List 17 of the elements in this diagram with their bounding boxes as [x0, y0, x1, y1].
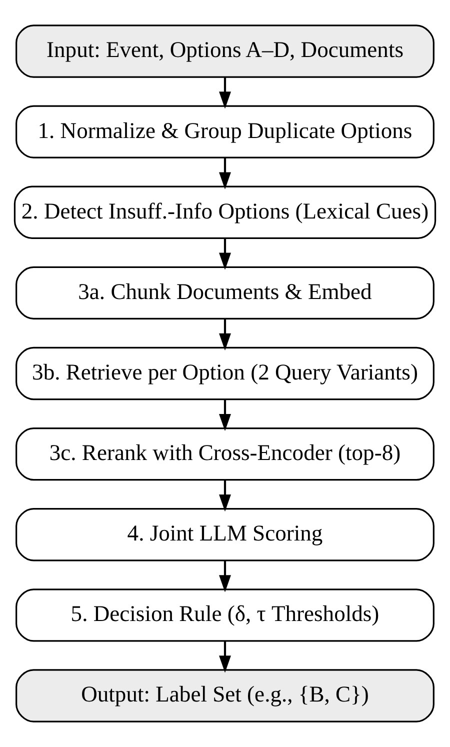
arrow	[219, 560, 231, 592]
node-box: 2. Detect Insuff.-Info Options (Lexical Cues)	[14, 186, 436, 239]
arrow	[219, 238, 231, 270]
node-box: 1. Normalize & Group Duplicate Options	[16, 105, 434, 158]
arrow	[219, 158, 231, 190]
arrow	[219, 319, 231, 350]
node-box: Output: Label Set (e.g., {B, C})	[16, 669, 434, 722]
node-box: 3b. Retrieve per Option (2 Query Variants)	[16, 346, 434, 400]
arrow	[219, 641, 231, 673]
node-box: 4. Joint LLM Scoring	[16, 508, 434, 562]
arrow	[219, 480, 231, 512]
node-box: Input: Event, Options A–D, Documents	[16, 24, 434, 78]
node-box: 3c. Rerank with Cross-Encoder (top-8)	[16, 427, 434, 481]
node-box: 5. Decision Rule (δ, τ Thresholds)	[16, 588, 434, 642]
node-box: 3a. Chunk Documents & Embed	[16, 266, 434, 320]
arrow	[219, 77, 231, 109]
arrow	[219, 400, 231, 432]
